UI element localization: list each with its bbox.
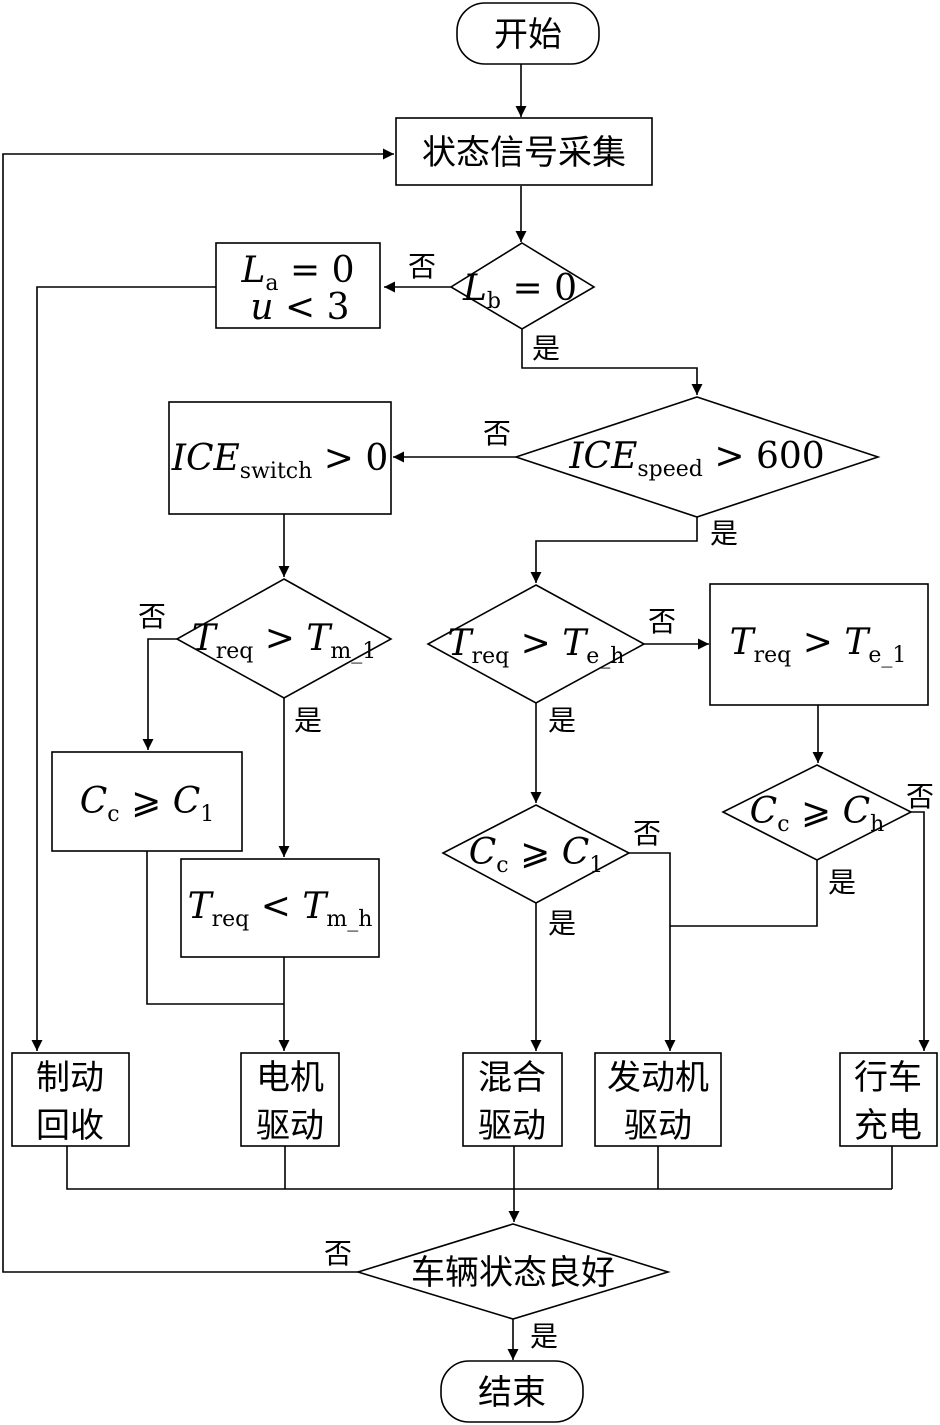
lb-yes-arrow <box>521 329 703 395</box>
treq-tm1-decision-text: Treq > Tm_1 <box>192 618 377 664</box>
vehicle-ok-no-loop-arrow <box>2 148 394 1273</box>
ice-speed-decision <box>513 396 881 518</box>
treq-tm1-no-arrow <box>142 638 177 750</box>
cc-ch-decision-text: Cc ⩾ Ch <box>750 791 885 837</box>
driving-charge-box <box>839 1052 938 1147</box>
cc-c1-yes-label: 是 <box>548 907 576 940</box>
treq-teh-decision-text: Treq > Te_h <box>448 623 625 669</box>
cc-c1-left-text: Cc ⩾ C1 <box>80 781 214 827</box>
brake-recovery-line2: 回收 <box>36 1106 104 1146</box>
ice-switch-text: ICEswitch > 0 <box>171 438 389 484</box>
collect-label: 状态信号采集 <box>422 133 626 173</box>
brake-recovery-line1: 制动 <box>36 1058 104 1098</box>
lb-decision <box>449 242 596 330</box>
lb-no-label: 否 <box>408 250 436 283</box>
motor-drive-line2: 驱动 <box>256 1106 324 1146</box>
cc-c1-decision-text: Cc ⩾ C1 <box>469 832 603 878</box>
end-label: 结束 <box>478 1373 546 1413</box>
vehicle-ok-label: 车辆状态良好 <box>411 1253 615 1293</box>
treq-te1-text: Treq > Te_1 <box>730 622 907 668</box>
brake-recovery-box <box>11 1052 130 1147</box>
treq-tm1-yes-label: 是 <box>294 704 322 737</box>
treq-teh-no-label: 否 <box>648 605 676 638</box>
la-to-brake-arrow <box>31 286 216 1051</box>
treq-teh-decision <box>426 584 646 704</box>
cc-c1-left-box <box>51 751 243 852</box>
collect-box <box>395 117 653 186</box>
modes-merge-line <box>66 1146 893 1190</box>
start-label: 开始 <box>494 15 562 55</box>
cc-ch-yes-line <box>670 860 818 927</box>
cc-ch-yes-label: 是 <box>828 866 856 899</box>
u-condition-text: u < 3 <box>250 287 349 328</box>
ice-speed-decision-text: ICEspeed > 600 <box>568 436 824 482</box>
ice-speed-yes-arrow <box>530 517 698 583</box>
cc-c1-no-label: 否 <box>633 817 661 850</box>
treq-tm1-no-label: 否 <box>138 600 166 633</box>
lb-yes-label: 是 <box>532 332 560 365</box>
motor-drive-box <box>240 1052 340 1147</box>
cc-c1-left-join-line <box>146 851 284 1005</box>
treq-te1-box <box>709 583 929 706</box>
ice-switch-box <box>168 401 392 515</box>
lb-decision-text: Lb = 0 <box>462 268 577 314</box>
connectors <box>2 64 930 1360</box>
motor-drive-line1: 电机 <box>256 1058 324 1098</box>
vehicle-ok-no-label: 否 <box>324 1237 352 1270</box>
ice-speed-yes-label: 是 <box>710 517 738 550</box>
treq-tmh-text: Treq < Tm_h <box>188 886 373 932</box>
treq-teh-yes-label: 是 <box>548 704 576 737</box>
cc-c1-no-arrow <box>629 852 676 1051</box>
cc-ch-decision <box>721 764 913 861</box>
cc-ch-no-label: 否 <box>906 780 934 813</box>
vehicle-ok-decision <box>355 1223 671 1320</box>
hybrid-drive-box <box>462 1052 563 1147</box>
driving-charge-line1: 行车 <box>854 1058 922 1098</box>
treq-tmh-box <box>180 858 380 958</box>
start-terminal <box>456 2 600 65</box>
driving-charge-line2: 充电 <box>854 1106 922 1146</box>
engine-drive-line1: 发动机 <box>607 1058 709 1098</box>
engine-drive-line2: 驱动 <box>624 1106 692 1146</box>
engine-drive-box <box>594 1052 722 1147</box>
la-condition-text: La = 0 <box>241 250 355 296</box>
cc-c1-decision <box>441 804 631 904</box>
hybrid-drive-line2: 驱动 <box>478 1106 546 1146</box>
vehicle-ok-yes-label: 是 <box>530 1320 558 1353</box>
hybrid-drive-line1: 混合 <box>478 1058 546 1098</box>
treq-tm1-decision <box>175 578 393 699</box>
ice-speed-no-label: 否 <box>483 417 511 450</box>
end-terminal <box>440 1360 584 1423</box>
cc-ch-no-arrow <box>911 811 930 1051</box>
la-u-box <box>215 242 381 329</box>
